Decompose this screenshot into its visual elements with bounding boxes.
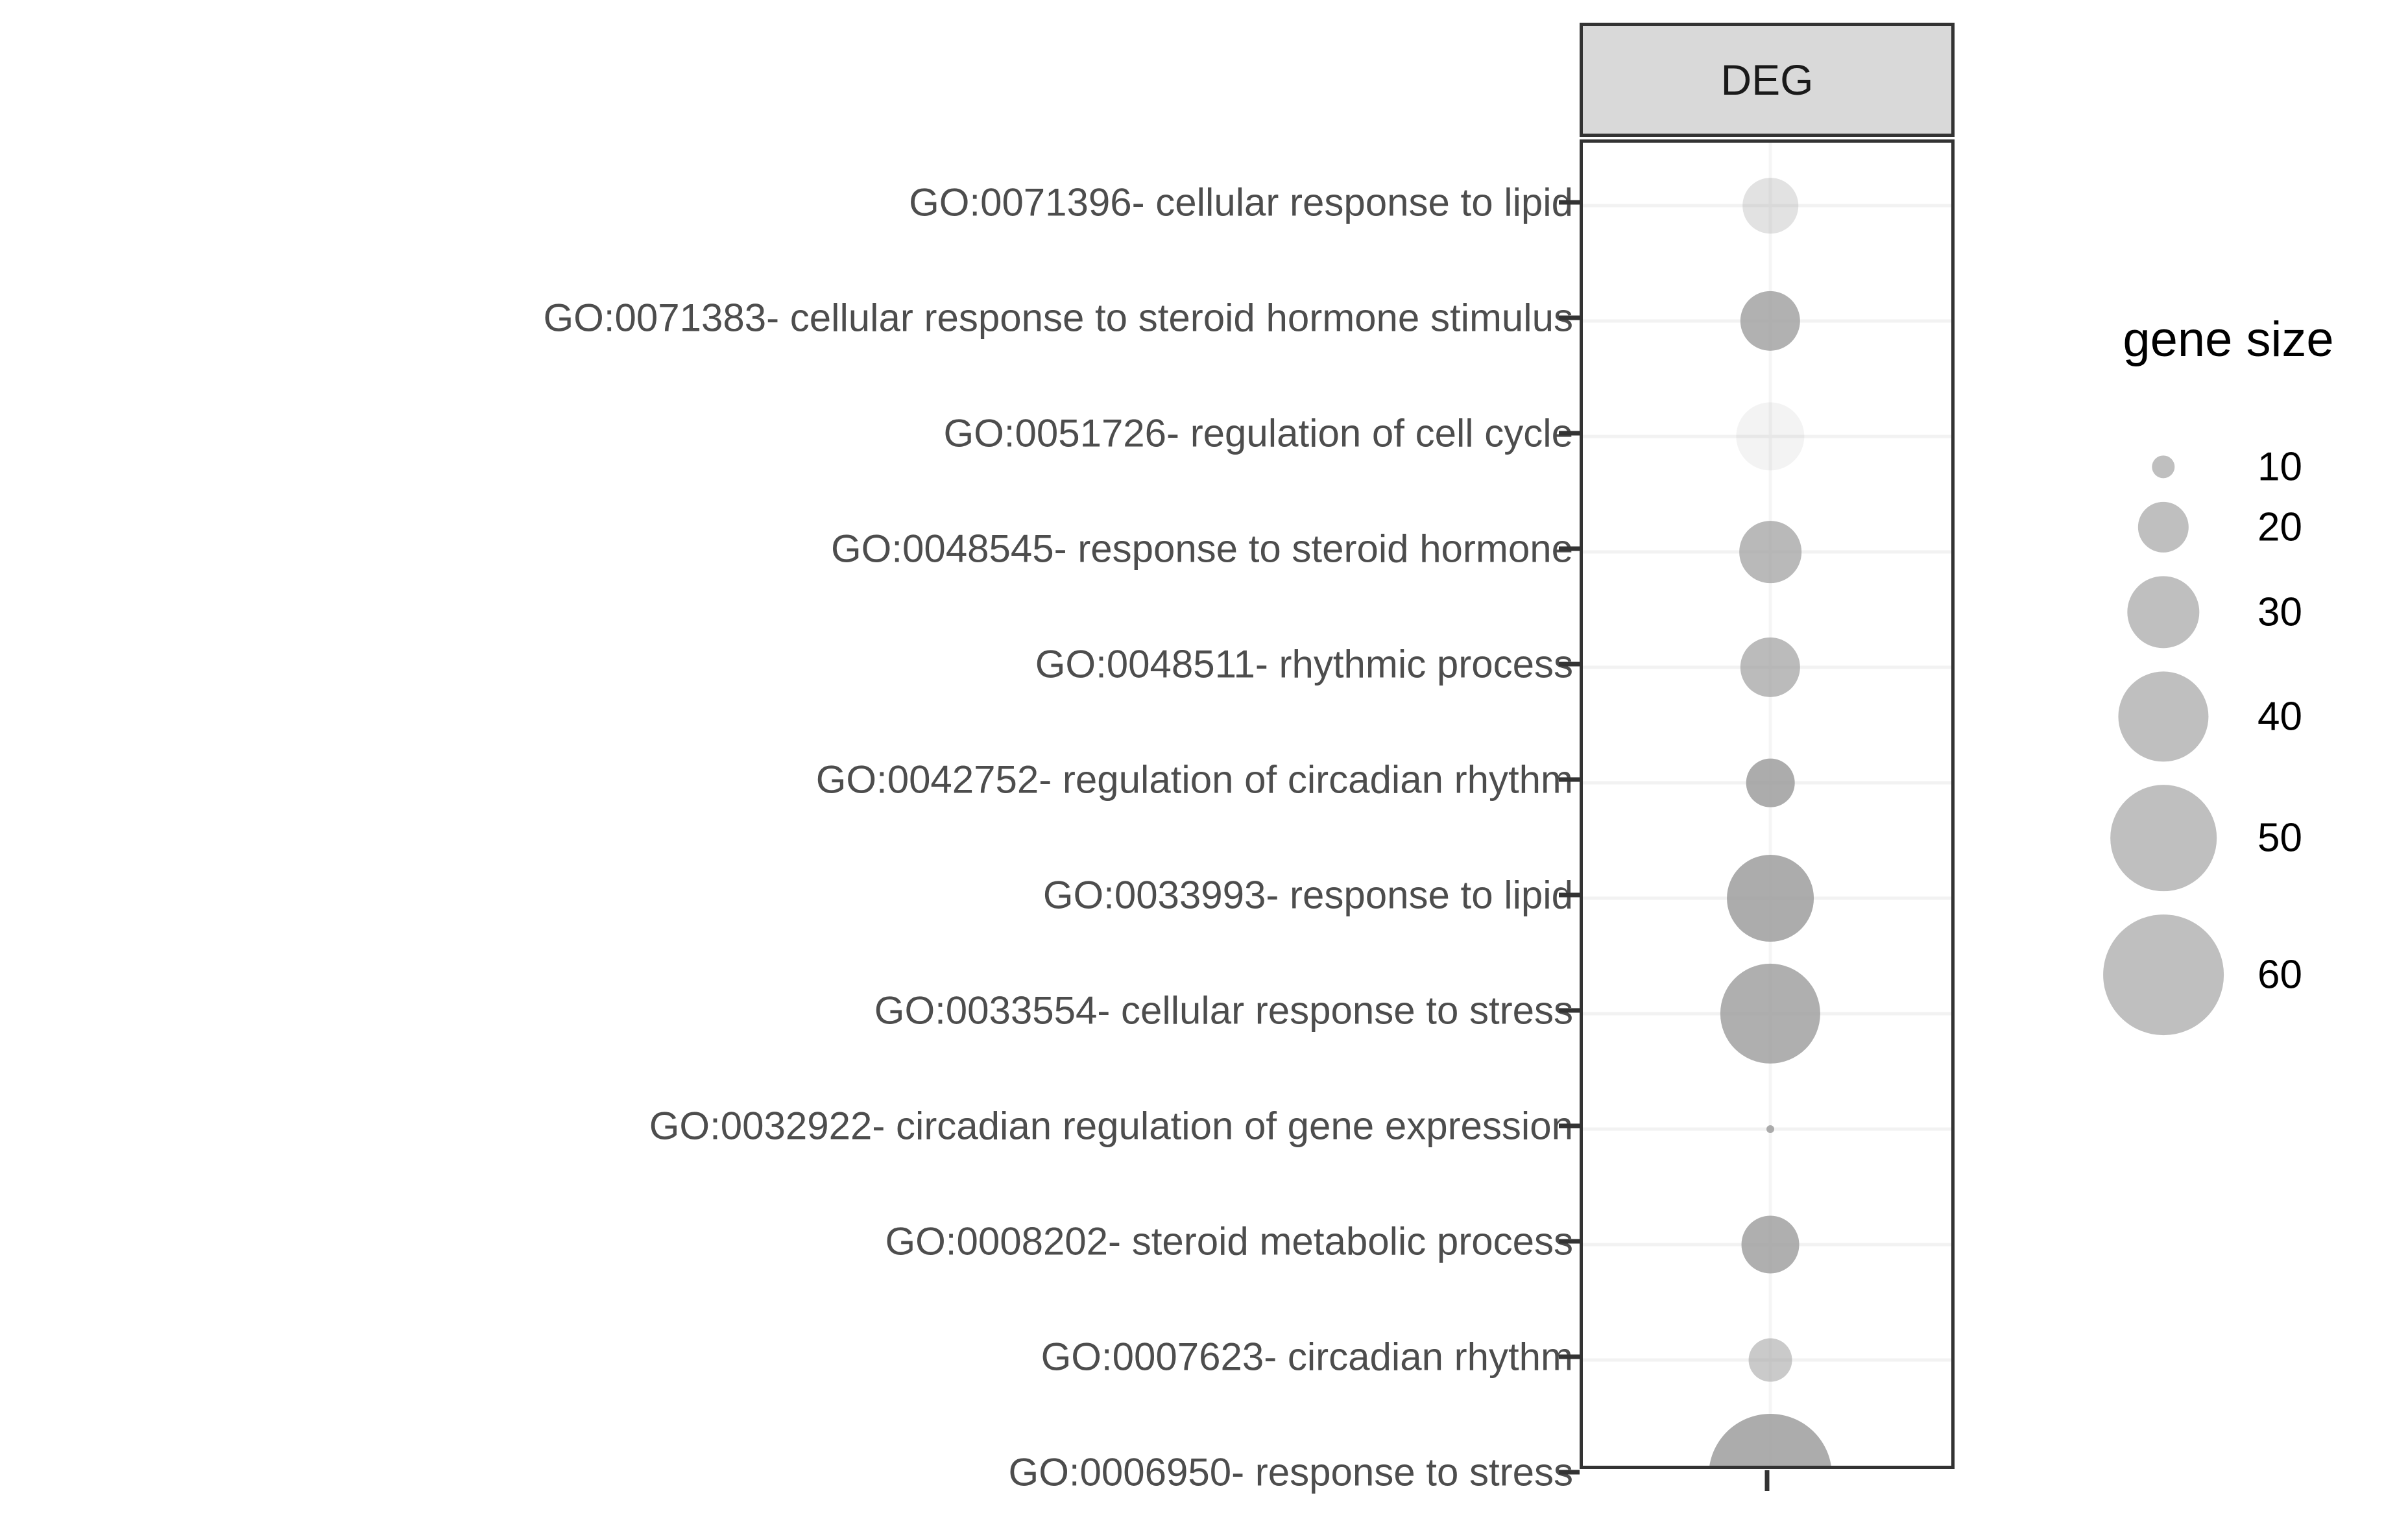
bubble-point [1766, 1125, 1774, 1133]
y-axis-label: GO:0051726- regulation of cell cycle [943, 411, 1573, 455]
x-axis-tick [1764, 1470, 1770, 1491]
y-axis-label: GO:0048511- rhythmic process [1035, 642, 1573, 686]
bubble-point [1742, 178, 1798, 233]
y-axis-tick [1559, 1008, 1580, 1013]
y-axis-tick [1559, 1123, 1580, 1128]
legend-label: 20 [2258, 505, 2302, 550]
legend-label: 50 [2258, 815, 2302, 861]
bubble-point [1741, 1215, 1800, 1274]
gridline [1583, 204, 1951, 208]
y-axis-tick [1559, 315, 1580, 320]
legend-key [2127, 576, 2200, 649]
legend-title: gene size [2123, 312, 2334, 367]
legend-label: 60 [2258, 952, 2302, 997]
legend-key [2118, 671, 2209, 762]
legend-label: 30 [2258, 590, 2302, 635]
y-axis-label: GO:0071396- cellular response to lipid [909, 180, 1573, 224]
legend: gene size 10 20 30 40 50 60 [2043, 311, 2408, 1284]
bubble-point [1748, 1338, 1792, 1382]
y-axis-tick [1559, 777, 1580, 782]
y-axis-label: GO:0071383- cellular response to steroid… [543, 296, 1573, 340]
y-axis-tick [1559, 200, 1580, 205]
y-axis-label: GO:0008202- steroid metabolic process [885, 1219, 1573, 1263]
bubble-point [1720, 963, 1821, 1064]
y-axis-tick [1559, 1354, 1580, 1359]
legend-label: 10 [2258, 444, 2302, 490]
y-axis-label: GO:0007623- circadian rhythm [1041, 1335, 1573, 1379]
y-axis-label: GO:0033554- cellular response to stress [874, 988, 1573, 1032]
legend-key [2110, 785, 2217, 892]
legend-key [2137, 501, 2189, 553]
legend-key [2152, 455, 2175, 479]
facet-strip-header: DEG [1580, 23, 1955, 137]
bubble-point [1740, 637, 1801, 698]
y-axis-tick [1559, 1239, 1580, 1244]
y-axis-tick [1559, 662, 1580, 667]
bubble-point [1739, 521, 1801, 583]
legend-label: 40 [2258, 694, 2302, 739]
bubble-point [1727, 855, 1814, 942]
gridline [1583, 435, 1951, 438]
y-axis-tick [1559, 546, 1580, 551]
bubble-point [1709, 1414, 1832, 1466]
bubble-point [1736, 402, 1805, 471]
facet-strip-label: DEG [1720, 56, 1814, 104]
y-axis-tick [1559, 1470, 1580, 1475]
y-axis-label: GO:0032922- circadian regulation of gene… [649, 1104, 1573, 1148]
bubble-point [1740, 291, 1801, 352]
y-axis-label: GO:0048545- response to steroid hormone [830, 527, 1573, 571]
plot-area [1580, 139, 1955, 1469]
y-axis-label: GO:0042752- regulation of circadian rhyt… [815, 758, 1573, 802]
bubble-point [1746, 758, 1795, 807]
facet-panel: DEG [1580, 23, 1955, 1469]
y-axis-label: GO:0033993- response to lipid [1042, 873, 1573, 917]
y-axis-label: GO:0006950- response to stress [1008, 1450, 1573, 1494]
y-axis-tick [1559, 892, 1580, 898]
y-axis-tick [1559, 431, 1580, 436]
legend-key [2103, 914, 2224, 1036]
